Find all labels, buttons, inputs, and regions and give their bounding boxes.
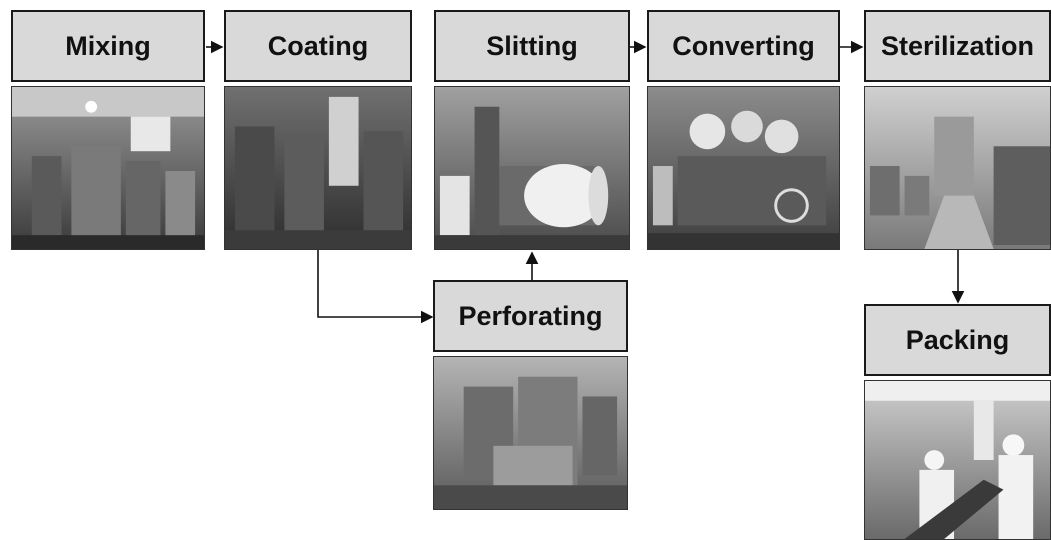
step-label: Perforating [433, 280, 628, 352]
step-converting: Converting [647, 10, 840, 250]
step-label: Sterilization [864, 10, 1051, 82]
factory-photo [433, 356, 628, 510]
step-label: Slitting [434, 10, 630, 82]
arrow-coating-to-perforating [317, 250, 434, 324]
step-coating: Coating [224, 10, 412, 250]
factory-photo [864, 86, 1051, 250]
factory-photo [224, 86, 412, 250]
step-perforating: Perforating [433, 280, 628, 510]
step-packing: Packing [864, 304, 1051, 540]
factory-photo [864, 380, 1051, 540]
step-label: Converting [647, 10, 840, 82]
step-slitting: Slitting [434, 10, 630, 250]
step-label: Coating [224, 10, 412, 82]
step-mixing: Mixing [11, 10, 205, 250]
factory-photo [434, 86, 630, 250]
factory-photo [11, 86, 205, 250]
step-label: Mixing [11, 10, 205, 82]
factory-photo [647, 86, 840, 250]
step-label: Packing [864, 304, 1051, 376]
step-sterilization: Sterilization [864, 10, 1051, 250]
